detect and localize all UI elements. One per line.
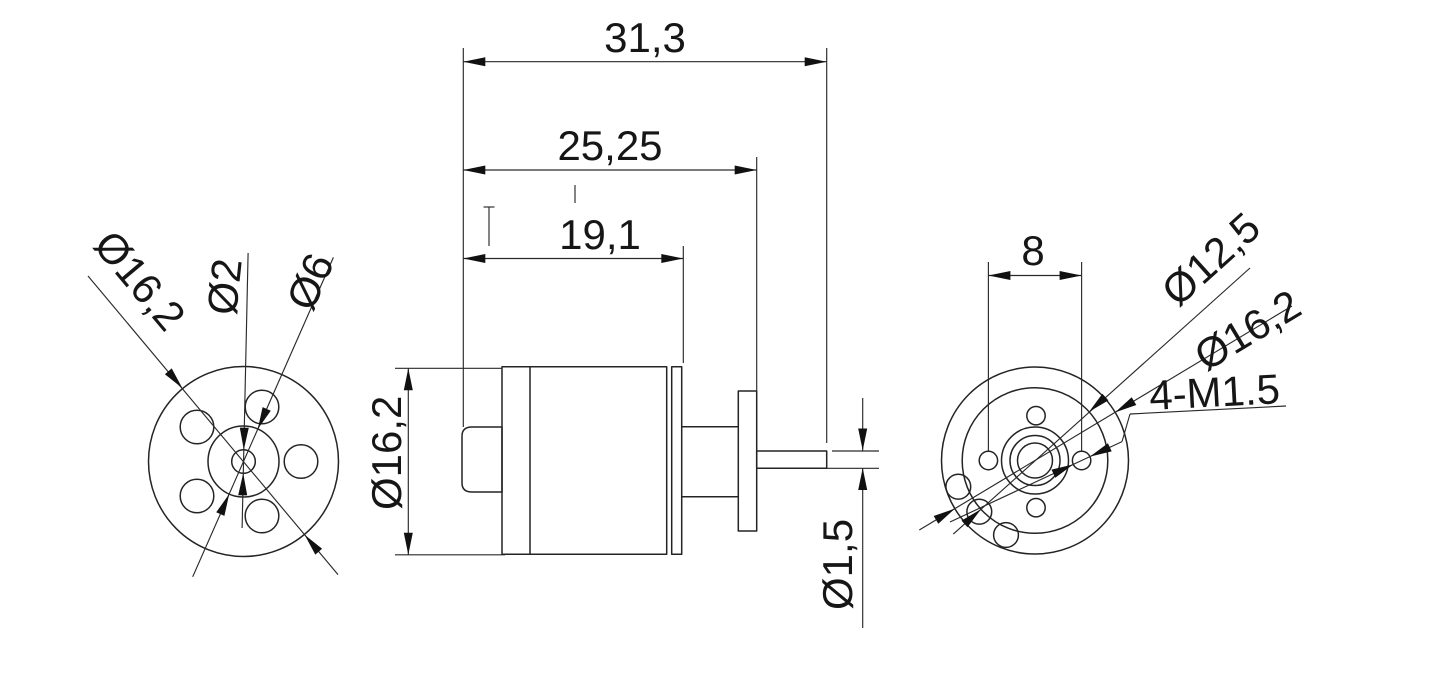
- arrowhead: [403, 532, 413, 555]
- front-hub-dia-label: Ø6: [277, 246, 343, 316]
- front-vent-hole: [179, 478, 215, 514]
- front-vent-hole: [179, 409, 215, 445]
- arrowhead: [239, 427, 249, 450]
- front-vent-hole: [244, 498, 280, 534]
- side-view: 31,3 25,25 19,1 Ø16,2 Ø1,5: [363, 14, 879, 628]
- rear-vent-hole: [992, 521, 1020, 549]
- arrowhead: [463, 57, 486, 67]
- dim-body-dia: Ø16,2: [363, 396, 410, 510]
- arrowhead: [804, 57, 827, 67]
- front-hub-circle: [207, 425, 280, 498]
- rear-shaft-circle: [1016, 442, 1054, 479]
- arrowhead: [164, 368, 183, 389]
- rear-outer-dia-line: [919, 305, 1293, 531]
- dim-total-length: 31,3: [604, 14, 686, 61]
- arrowhead: [1051, 464, 1074, 478]
- front-outer-circle: [147, 365, 340, 558]
- arrowhead: [403, 368, 413, 391]
- arrowhead: [238, 473, 248, 496]
- dim-mount-length: 25,25: [557, 122, 662, 169]
- side-rear-plate: [670, 365, 683, 556]
- rear-screw-hole: [1026, 497, 1046, 518]
- arrowhead: [1089, 443, 1112, 457]
- rear-flange-circle: [961, 386, 1109, 535]
- arrowhead: [734, 165, 757, 175]
- arrowhead: [961, 509, 981, 528]
- rear-view: 8 Ø12,5 Ø16,2 4-M1.5: [919, 203, 1309, 555]
- arrowhead: [858, 428, 868, 451]
- rear-outer-circle: [940, 366, 1130, 555]
- rear-vent-hole: [945, 473, 972, 500]
- arrowhead: [933, 508, 955, 524]
- rear-screw-hole: [1026, 405, 1046, 426]
- rear-vent-hole: [966, 498, 993, 525]
- arrowhead: [661, 254, 684, 263]
- rear-screw-hole: [978, 450, 999, 471]
- arrowhead: [216, 494, 230, 516]
- rear-hub-ring: [1000, 426, 1070, 495]
- side-shaft: [755, 450, 828, 470]
- side-mount-flange: [737, 390, 758, 532]
- front-outer-dia-label: Ø16,2: [85, 222, 195, 340]
- arrowhead: [304, 534, 323, 555]
- side-body: [501, 365, 668, 556]
- arrowhead: [1115, 397, 1137, 413]
- arrowhead: [858, 468, 868, 490]
- front-vent-hole: [283, 443, 319, 480]
- front-view: Ø16,2 Ø2 Ø6: [85, 222, 343, 578]
- thread-note: 4-M1.5: [1148, 365, 1281, 419]
- rear-thread-underline: [1129, 405, 1287, 415]
- front-shaft-dia-label: Ø2: [198, 256, 251, 317]
- side-front-boss: [461, 426, 503, 493]
- rear-hub-ring: [1009, 434, 1061, 487]
- arrowhead: [257, 407, 271, 429]
- arrowhead: [463, 254, 486, 263]
- dim-shaft-dia: Ø1,5: [814, 519, 861, 610]
- arrowhead: [1059, 271, 1082, 280]
- rear-thread-leader: [1121, 413, 1131, 442]
- dim-hole-spacing: 8: [1021, 227, 1044, 274]
- arrowhead: [1089, 393, 1109, 412]
- arrowhead: [988, 271, 1011, 280]
- dim-can-length: 19,1: [559, 211, 641, 258]
- dim-flange-dia: Ø12,5: [1153, 203, 1269, 314]
- arrowhead: [463, 165, 486, 175]
- front-outer-dia-line: [87, 275, 339, 575]
